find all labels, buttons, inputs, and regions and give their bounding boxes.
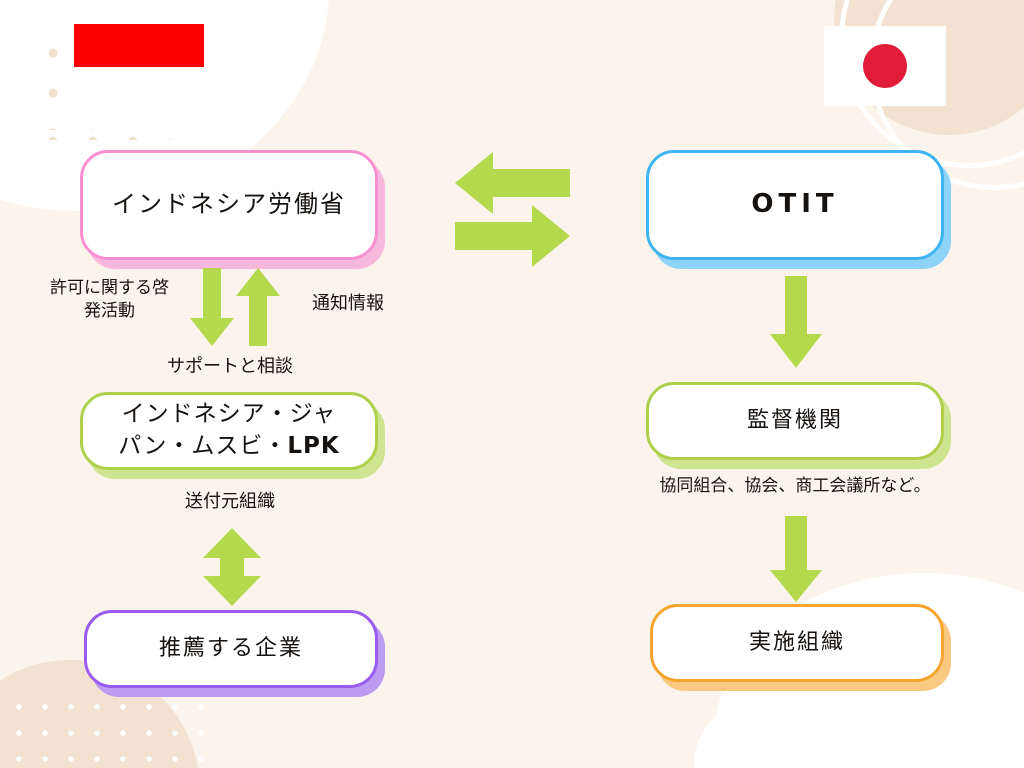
- caption-sending-organization: 送付元組織: [185, 491, 275, 512]
- decor-bottom-right-blob-small: [694, 688, 894, 768]
- arrow-up-lpk-to-kemnaker: [236, 268, 280, 346]
- node-label-lpk: インドネシア・ジャパン・ムスビ・LPK: [104, 399, 354, 462]
- node-label-lpk-acronym: LPK: [287, 433, 340, 459]
- node-label-jisshi: 実施組織: [748, 629, 845, 655]
- caption-notification-information: 通知情報: [312, 293, 384, 314]
- indonesia-flag: [74, 24, 204, 110]
- node-label-lpk-line1: インドネシア・ジャ: [121, 401, 337, 428]
- node-label-otit: OTIT: [751, 189, 839, 220]
- japan-flag-sun-disc: [863, 44, 907, 88]
- arrow-right-center: [455, 205, 570, 267]
- node-otit[interactable]: OTIT: [646, 150, 944, 260]
- caption-permission-awareness-activity: 許可に関する啓 発活動: [50, 278, 169, 321]
- arrow-down-kantoku-to-jisshi: [770, 516, 822, 602]
- node-label-kemnaker: インドネシア労働省: [112, 190, 346, 219]
- node-recommending-company[interactable]: 推薦する企業: [84, 610, 378, 688]
- node-indonesia-ministry-of-labor[interactable]: インドネシア労働省: [80, 150, 378, 260]
- decor-top-left-dot-row: [30, 118, 170, 140]
- node-implementing-organization[interactable]: 実施組織: [650, 604, 944, 682]
- arrow-down-kemnaker-to-lpk: [190, 268, 234, 346]
- node-label-kantoku: 監督機関: [746, 407, 843, 433]
- caption-support-and-consultation: サポートと相談: [167, 356, 293, 377]
- indonesia-flag-red-band: [74, 24, 204, 67]
- arrow-down-otit-to-kantoku: [770, 276, 822, 368]
- node-indonesia-japan-musubi-lpk[interactable]: インドネシア・ジャパン・ムスビ・LPK: [80, 392, 378, 470]
- indonesia-flag-white-band: [74, 67, 204, 110]
- decor-bottom-left-dots: [0, 690, 210, 768]
- node-supervising-organization[interactable]: 監督機関: [646, 382, 944, 460]
- arrow-left-center: [455, 152, 570, 214]
- node-label-kigyo: 推薦する企業: [158, 635, 303, 661]
- arrow-updown-lpk-to-kigyo: [203, 528, 261, 606]
- node-label-lpk-line2: パン・ムスビ・: [118, 433, 288, 459]
- caption-cooperative-association-chamber: 協同組合、協会、商工会議所など。: [659, 476, 931, 496]
- japan-flag: [824, 26, 946, 106]
